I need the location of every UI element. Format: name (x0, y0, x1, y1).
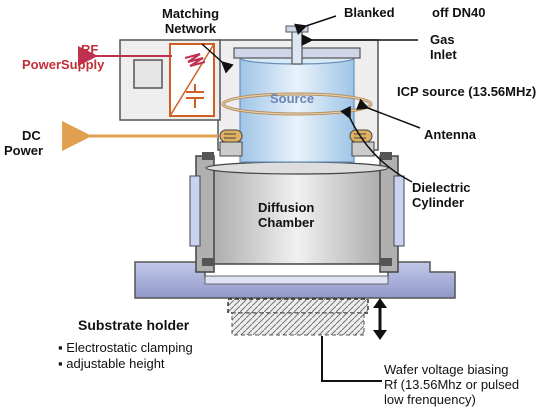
matching-network-line1: Matching (162, 6, 220, 21)
substrate-holder-label: Substrate holder (78, 317, 190, 333)
icp-source-label: ICP source (13.56MHz) (397, 84, 537, 99)
substrate-bullet-2-text: adjustable height (66, 356, 165, 371)
gas-inlet-line1: Gas (430, 32, 455, 47)
diffusion-chamber-body (189, 152, 405, 273)
base-inner-slot (204, 275, 389, 285)
rf-power-line2: PowerSupply (22, 57, 105, 72)
gas-inlet-line2: Inlet (430, 47, 457, 62)
matching-network-box (169, 43, 215, 117)
dielectric-pointer (340, 105, 413, 183)
matching-pointer (201, 43, 234, 74)
source-cylinder (233, 47, 361, 163)
matching-network-label: Matching Network (162, 6, 219, 36)
substrate-bullet-1-text: Electrostatic clamping (66, 340, 193, 355)
dc-power-line2: Power (4, 143, 44, 158)
dc-power-label: DC Power (4, 128, 43, 158)
blanked-label: Blanked (344, 5, 395, 20)
rf-connector (133, 59, 163, 89)
dc-power-line1: DC (22, 128, 41, 143)
wafer-bias-label: Wafer voltage biasing Rf (13.56Mhz or pu… (384, 362, 519, 407)
diffusion-chamber-label: Diffusion Chamber (258, 200, 314, 230)
rf-power-line1: RF (81, 42, 99, 57)
dielectric-line1: Dielectric (412, 180, 471, 195)
dielectric-cylinder-label: Dielectric Cylinder (412, 180, 471, 210)
gas-inlet-label: Gas Inlet (430, 32, 457, 62)
wafer-bias-line2: Rf (13.56Mhz or pulsed (384, 377, 520, 392)
substrate-bottom (231, 312, 365, 336)
rf-power-label: RF PowerSupply (22, 42, 104, 72)
dielectric-line2: Cylinder (412, 195, 465, 210)
off-dn40-label: off DN40 (432, 5, 486, 20)
bullet-dot-1: ▪ (58, 340, 67, 355)
diffusion-line2: Chamber (258, 215, 315, 230)
substrate-bullet-2: ▪ adjustable height (58, 356, 165, 371)
antenna-pointer (356, 98, 421, 129)
substrate-top (227, 298, 369, 314)
antenna-label: Antenna (424, 127, 476, 142)
wafer-bias-line (321, 336, 382, 382)
antenna-coils (219, 129, 375, 157)
substrate-bullet-1: ▪ Electrostatic clamping (58, 340, 193, 355)
diffusion-line1: Diffusion (258, 200, 315, 215)
wafer-bias-line1: Wafer voltage biasing (384, 362, 509, 377)
antenna-ring-inner (222, 93, 372, 115)
blanked-pointer (294, 15, 337, 36)
source-label: Source (270, 91, 315, 106)
matching-network-line2: Network (164, 21, 217, 36)
height-adjust-arrow (373, 298, 387, 340)
bullet-dot-2: ▪ (58, 356, 67, 371)
wafer-bias-line3: low frenquency) (384, 392, 476, 407)
